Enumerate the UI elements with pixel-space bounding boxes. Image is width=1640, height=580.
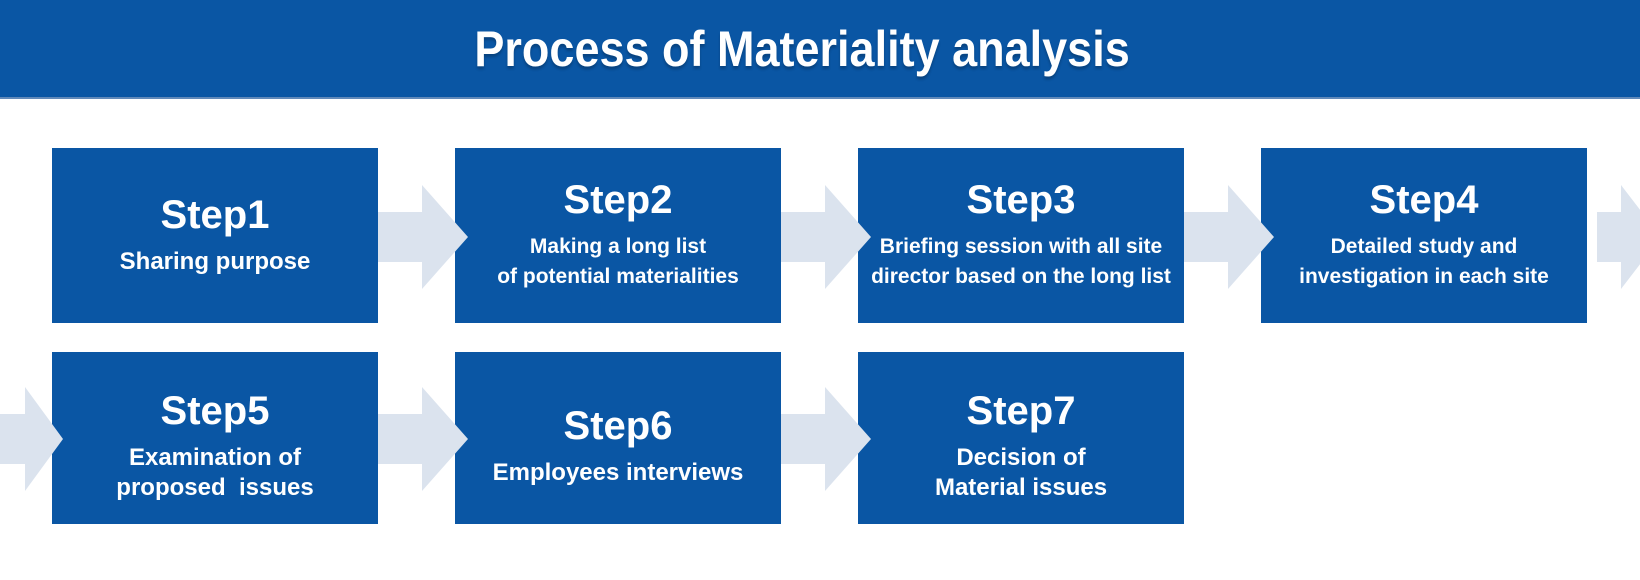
step-3-subtitle-line: Briefing session with all site <box>879 234 1163 258</box>
step-5-title: Step5 <box>160 389 270 433</box>
step-2-subtitle-line: Making a long list <box>529 234 707 258</box>
step-7-title: Step7 <box>966 389 1076 433</box>
step-3-subtitle-line: director based on the long list <box>871 264 1171 288</box>
step-2-subtitle: Making a long list of potential material… <box>497 232 739 292</box>
step-4-title: Step4 <box>1369 177 1479 222</box>
step-6-subtitle-line: Employees interviews <box>492 459 744 486</box>
step-1-title: Step1 <box>160 192 270 237</box>
step-box-5: Step5 Examination of proposed issues <box>52 352 378 524</box>
step-1-subtitle: Sharing purpose <box>120 247 311 277</box>
step-box-2: Step2 Making a long list of potential ma… <box>455 148 781 323</box>
step-box-3: Step3 Briefing session with all site dir… <box>858 148 1184 323</box>
step-4-subtitle: Detailed study and investigation in each… <box>1299 232 1549 292</box>
step-box-4: Step4 Detailed study and investigation i… <box>1261 148 1587 323</box>
step-4-subtitle-line: Detailed study and <box>1330 234 1518 258</box>
step-1-subtitle-line: Sharing purpose <box>119 247 311 275</box>
step-6-subtitle: Employees interviews <box>493 458 744 488</box>
page-title: Process of Materiality analysis <box>474 20 1130 77</box>
step-2-subtitle-line: of potential materialities <box>497 264 739 288</box>
step-3-title: Step3 <box>966 177 1076 222</box>
step-5-subtitle-line: Examination of <box>128 444 301 471</box>
step-5-subtitle-line: proposed issues <box>116 474 314 501</box>
arrow-right-icon <box>1184 185 1274 289</box>
step-5-subtitle: Examination of proposed issues <box>116 443 313 503</box>
step-7-subtitle-line: Decision of <box>956 444 1086 471</box>
arrow-right-icon <box>378 387 468 491</box>
step-3-subtitle: Briefing session with all site director … <box>871 232 1171 292</box>
header-band: Process of Materiality analysis <box>0 0 1640 99</box>
step-2-title: Step2 <box>563 177 673 222</box>
arrow-right-icon <box>781 185 871 289</box>
arrow-left-edge-icon <box>0 387 63 491</box>
arrow-right-edge-icon <box>1597 185 1640 289</box>
step-6-title: Step6 <box>563 404 673 448</box>
step-box-7: Step7 Decision of Material issues <box>858 352 1184 524</box>
step-box-1: Step1 Sharing purpose <box>52 148 378 323</box>
step-box-6: Step6 Employees interviews <box>455 352 781 524</box>
arrow-right-icon <box>781 387 871 491</box>
step-7-subtitle-line: Material issues <box>934 474 1108 501</box>
step-4-subtitle-line: investigation in each site <box>1299 264 1549 288</box>
step-7-subtitle: Decision of Material issues <box>935 443 1107 503</box>
arrow-right-icon <box>378 185 468 289</box>
